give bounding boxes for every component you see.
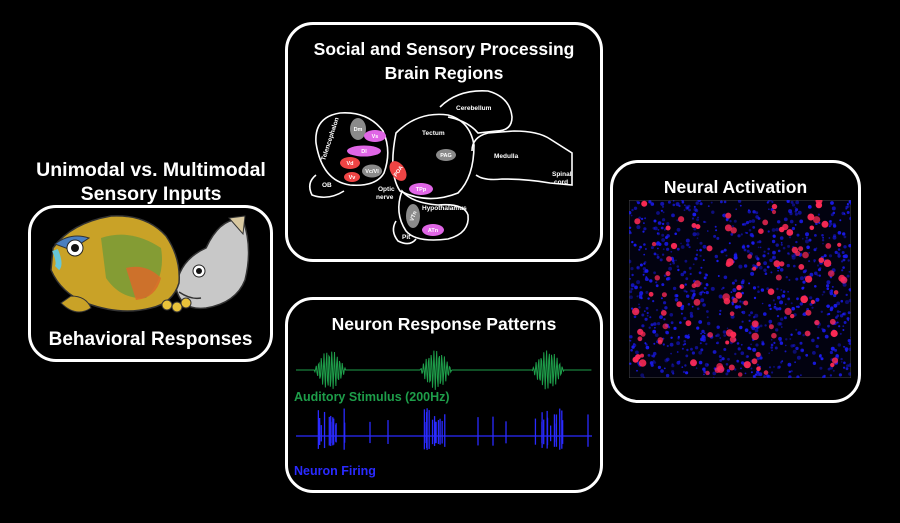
region-tpp	[409, 183, 433, 195]
brain-regions-title: Social and Sensory Processing Brain Regi…	[288, 37, 600, 85]
pit-outline	[392, 220, 417, 245]
neural-activation-panel: Neural Activation	[610, 160, 861, 403]
stimulus-label: Auditory Stimulus (200Hz)	[294, 390, 450, 404]
cerebellum-outline	[439, 90, 513, 134]
optic-label-line2: nerve	[376, 194, 394, 201]
brain-diagram: Telencephalon Cerebellum Tectum Medulla …	[308, 90, 573, 245]
multimodal-title: Unimodal vs. Multimodal Sensory Inputs	[20, 158, 282, 206]
region-pag-label: PAG	[440, 153, 452, 159]
pit-label: Pit	[402, 234, 411, 241]
neuron-traces	[296, 350, 592, 450]
region-vv-label: Vv	[349, 175, 357, 181]
region-vc-vl-label: Vc/Vl	[365, 169, 379, 175]
spinal-label-line2: cord	[554, 179, 568, 186]
region-dm-label: Dm	[354, 127, 363, 133]
cichlid-fish	[50, 215, 192, 313]
region-vtn-label: VTn	[409, 210, 418, 222]
region-tpp-label: TPp	[416, 187, 427, 193]
optic-label-line1: Optic	[378, 186, 395, 193]
stimulus-trace	[296, 350, 592, 390]
medulla-label: Medulla	[494, 153, 519, 160]
hypothalamus-label: Hypothalamus	[422, 205, 467, 212]
region-dm	[350, 118, 366, 140]
region-pag	[436, 149, 456, 161]
fish-illustration	[50, 215, 250, 313]
tectum-outline	[392, 113, 475, 200]
region-vs	[364, 130, 386, 142]
multimodal-title-line1: Unimodal vs. Multimodal	[36, 159, 266, 181]
region-poa-label: POA	[393, 165, 405, 178]
region-vtn	[406, 204, 420, 228]
ob-label: OB	[322, 182, 332, 189]
gray-fish	[175, 215, 250, 310]
cerebellum-label: Cerebellum	[456, 105, 492, 112]
hypothalamus-outline	[398, 189, 469, 241]
behavior-panel: Behavioral Responses	[28, 205, 273, 362]
region-atn	[422, 224, 444, 236]
region-dl-label: Dl	[361, 149, 367, 155]
tectum-label: Tectum	[422, 130, 445, 137]
multimodal-title-line2: Sensory Inputs	[80, 183, 222, 205]
region-poa	[389, 161, 407, 181]
telencephalon-outline	[315, 112, 389, 187]
region-vv	[344, 172, 360, 182]
telencephalon-label: Telencephalon	[320, 117, 341, 162]
firing-trace	[296, 408, 592, 450]
neuron-response-title: Neuron Response Patterns	[331, 314, 557, 334]
region-vd	[340, 157, 360, 169]
neural-activation-image	[629, 200, 851, 378]
region-atn-label: ATn	[428, 228, 439, 234]
firing-label: Neuron Firing	[294, 464, 376, 478]
region-vs-label: Vs	[372, 134, 379, 140]
behavioral-responses-caption: Behavioral Responses	[48, 329, 253, 350]
region-dl	[347, 145, 381, 157]
medulla-outline	[471, 130, 573, 186]
brain-title-line2: Brain Regions	[384, 63, 504, 83]
neuron-response-panel: Neuron Response Patterns Auditory Stimul…	[285, 297, 603, 493]
ob-outline	[308, 174, 345, 199]
region-vd-label: Vd	[346, 161, 353, 167]
brain-regions-panel: Social and Sensory Processing Brain Regi…	[285, 22, 603, 262]
brain-title-line1: Social and Sensory Processing	[313, 39, 575, 59]
region-vc-vl	[362, 164, 382, 178]
spinal-label-line1: Spinal	[552, 171, 572, 178]
neural-activation-title: Neural Activation	[663, 177, 808, 197]
